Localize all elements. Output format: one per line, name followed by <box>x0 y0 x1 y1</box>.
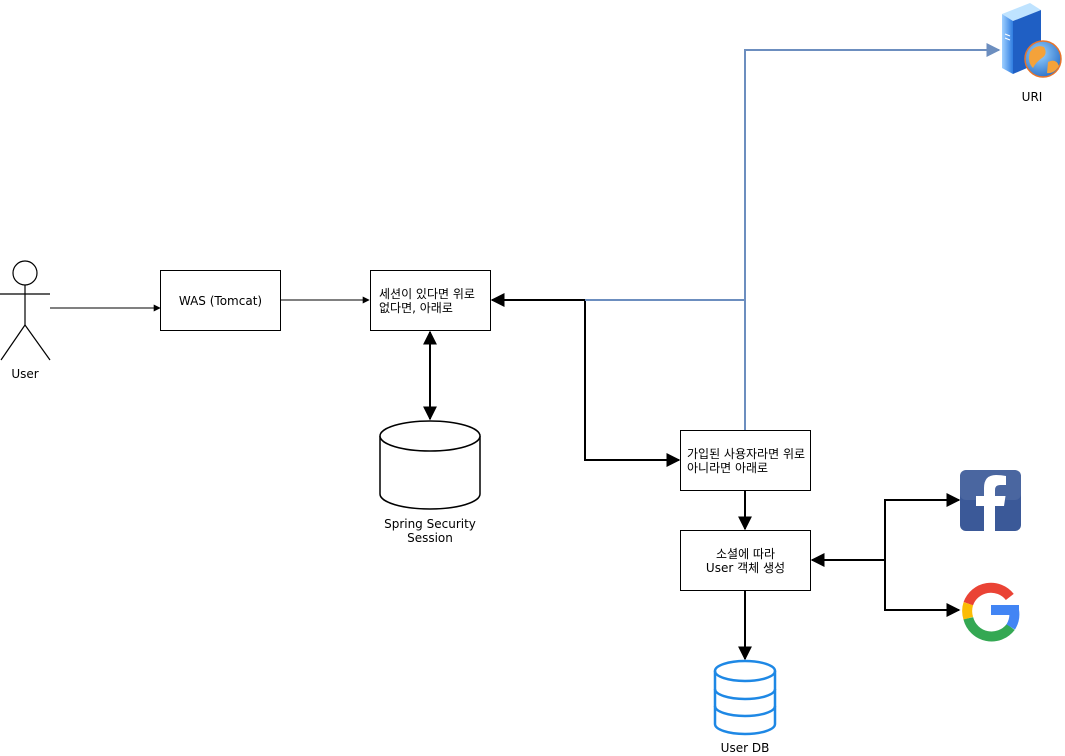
create-user-node[interactable]: 소셜에 따라 User 객체 생성 <box>680 530 811 591</box>
session-store-cylinder-icon <box>379 420 481 510</box>
edge-facebook-to-create-user <box>884 493 961 560</box>
create-user-line2: User 객체 생성 <box>705 560 786 575</box>
was-node[interactable]: WAS (Tomcat) <box>160 270 281 331</box>
user-actor-icon <box>0 260 51 361</box>
session-check-node[interactable]: 세션이 있다면 위로 없다면, 아래로 <box>370 270 491 331</box>
member-check-line1: 가입된 사용자라면 위로 <box>687 446 806 461</box>
uri-label: URI <box>1021 90 1043 104</box>
session-check-line1: 세션이 있다면 위로 <box>379 286 475 301</box>
session-store-line1: Spring Security <box>384 517 476 531</box>
member-check-line2: 아니라면 아래로 <box>687 460 769 475</box>
member-check-node[interactable]: 가입된 사용자라면 위로 아니라면 아래로 <box>680 430 811 491</box>
google-icon[interactable] <box>962 582 1020 642</box>
web-server-icon <box>1002 3 1062 78</box>
facebook-icon[interactable] <box>960 470 1021 531</box>
session-store-label: Spring Security Session <box>355 517 505 545</box>
session-store-line2: Session <box>407 531 453 545</box>
edge-session-check-to-member-check <box>490 293 681 467</box>
create-user-line1: 소셜에 따라 <box>715 546 775 561</box>
edge-google-to-create-user <box>884 560 961 617</box>
was-node-label: WAS (Tomcat) <box>178 293 263 308</box>
edge-member-check-to-uri <box>744 43 1001 430</box>
user-actor-label: User <box>11 367 39 381</box>
database-icon <box>713 659 777 736</box>
user-db-label: User DB <box>720 741 770 755</box>
session-check-line2: 없다면, 아래로 <box>379 300 453 315</box>
